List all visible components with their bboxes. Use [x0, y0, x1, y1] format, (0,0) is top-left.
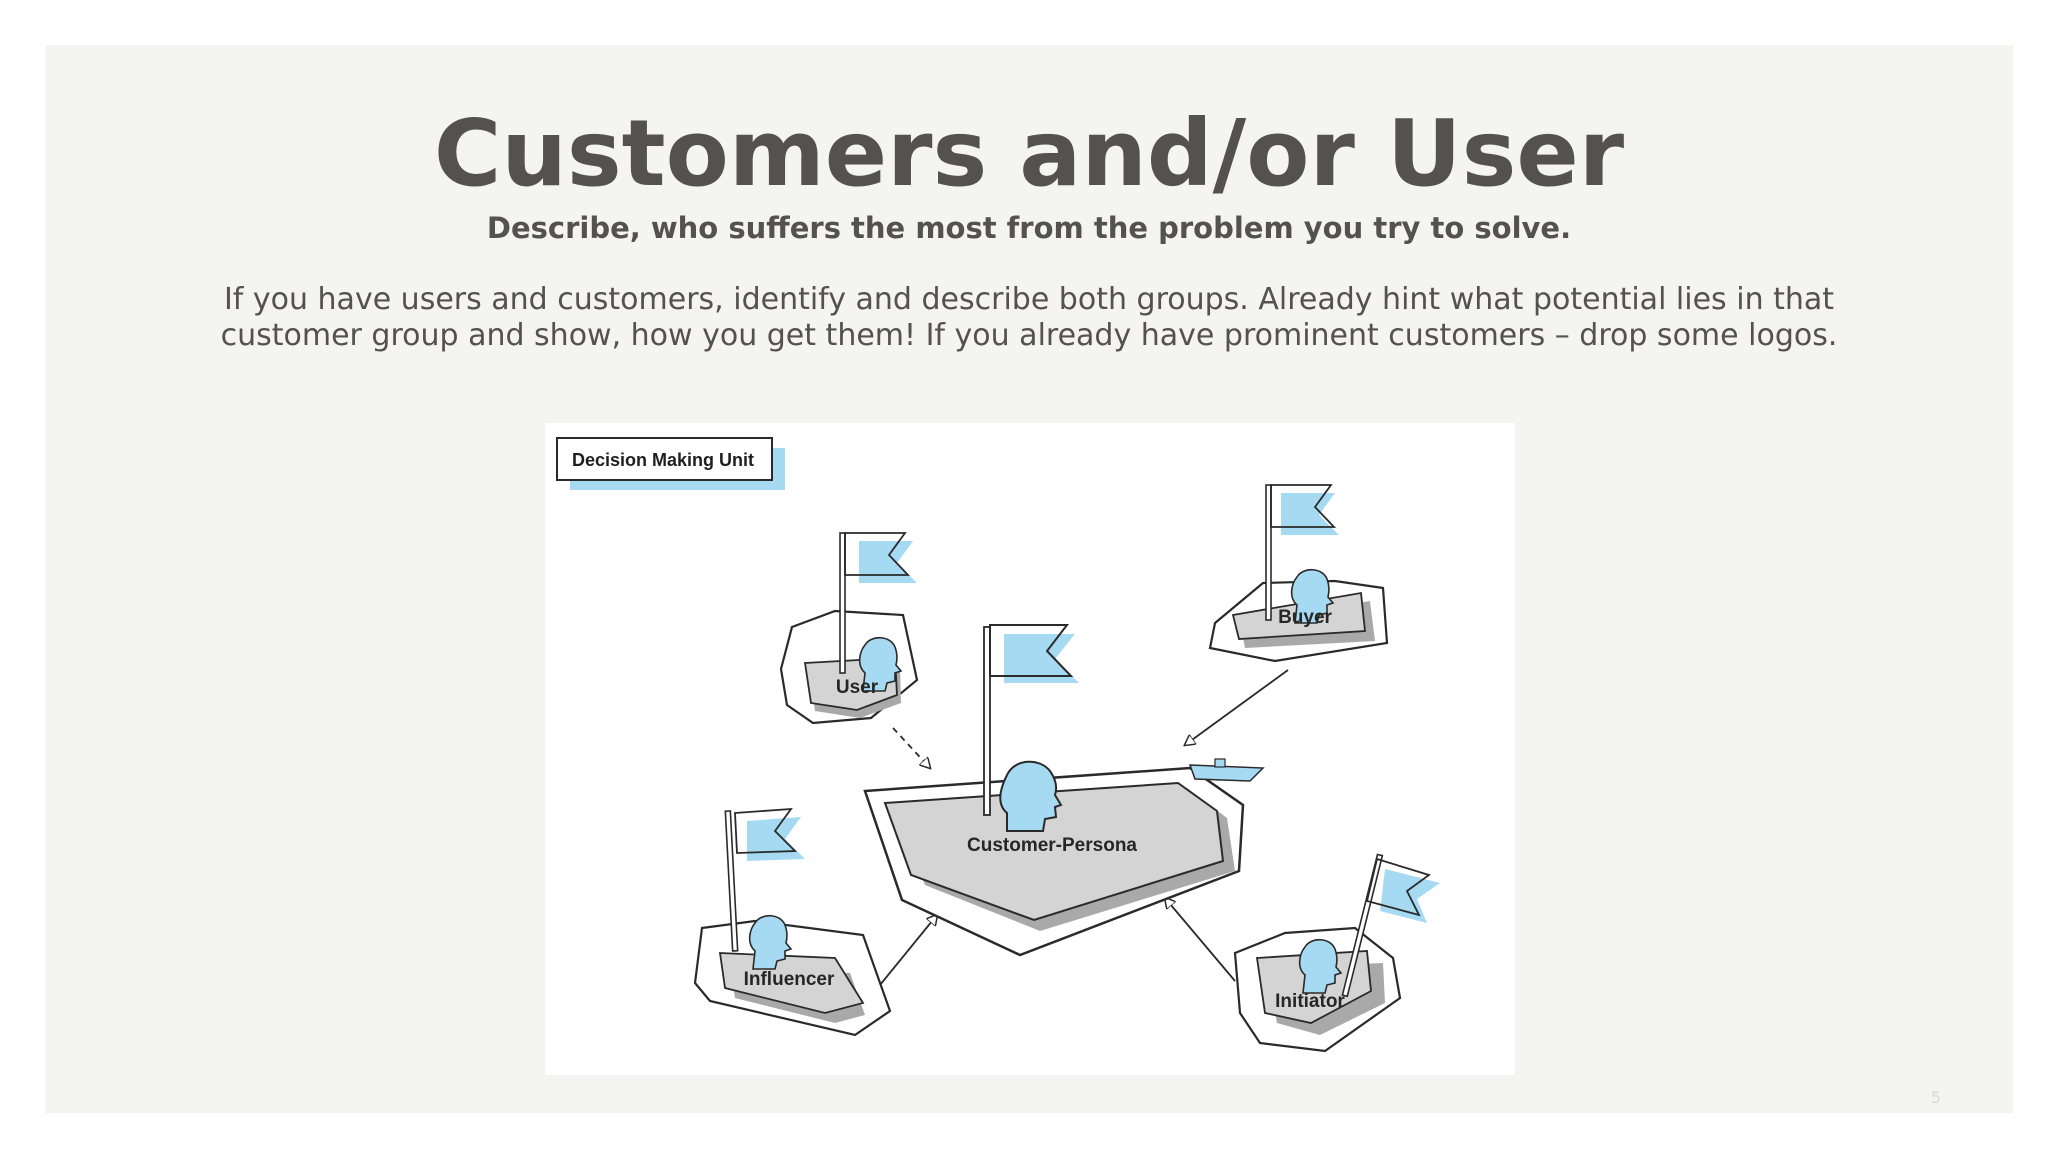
node-label-user: User	[836, 677, 879, 698]
slide-subtitle: Describe, who suffers the most from the …	[486, 211, 1572, 245]
page-number: 5	[1930, 1088, 1941, 1107]
slide-body-text: If you have users and customers, identif…	[220, 282, 1838, 353]
node-buyer: Buyer	[1208, 484, 1389, 663]
relation-arrows	[879, 669, 1289, 986]
arrow-initiator-to-persona	[1165, 898, 1236, 982]
slide-title: Customers and/or User	[433, 100, 1625, 207]
node-label-buyer: Buyer	[1278, 607, 1332, 628]
node-label-initiator: Initiator	[1275, 991, 1345, 1012]
slide: Customers and/or User Describe, who suff…	[45, 45, 2013, 1113]
diagram-header-label: Decision Making Unit	[572, 450, 754, 470]
arrow-user-to-persona	[892, 727, 930, 768]
decision-making-unit-diagram: Decision Making Unit	[545, 423, 1515, 1075]
arrow-influencer-to-persona	[879, 915, 937, 986]
node-influencer: Influencer	[693, 807, 892, 1037]
node-label-customer-persona: Customer-Persona	[967, 835, 1137, 856]
node-customer-persona: Customer-Persona	[863, 624, 1265, 957]
diagram-header: Decision Making Unit	[556, 437, 785, 490]
node-user: User	[779, 532, 919, 725]
arrow-buyer-to-persona	[1185, 669, 1289, 745]
node-initiator: Initiator	[1233, 853, 1440, 1053]
node-label-influencer: Influencer	[744, 969, 835, 990]
